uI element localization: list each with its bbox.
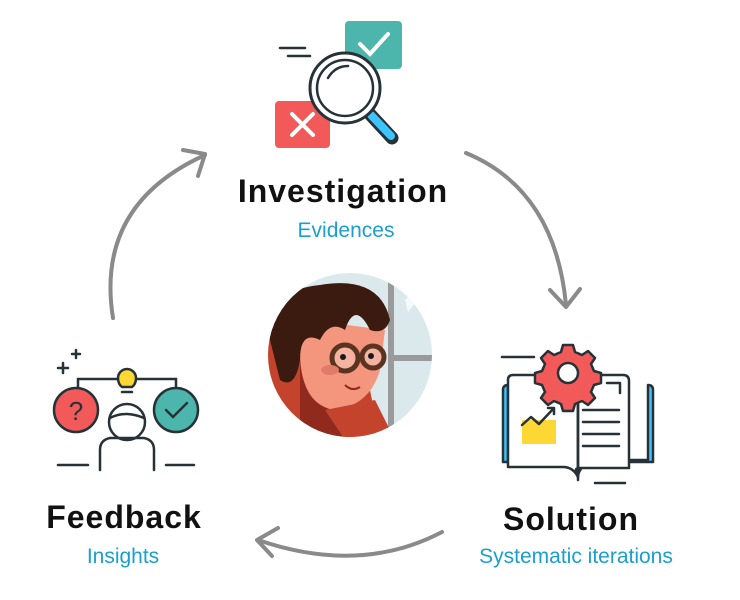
stage-title-investigation: Investigation [237, 173, 449, 209]
arrow-solution-to-feedback [255, 526, 444, 558]
stage-subtitle-solution: Systematic iterations [479, 545, 673, 568]
svg-text:?: ? [69, 396, 83, 426]
stage-subtitle-investigation: Evidences [297, 219, 395, 242]
stage-subtitle-feedback: Insights [86, 545, 160, 568]
arrow-feedback-to-investigation [108, 148, 207, 320]
stage-title-feedback: Feedback [46, 499, 202, 535]
stage-title-solution: Solution [503, 501, 639, 537]
magnifier-check-cross-icon [275, 21, 402, 148]
person-idea-icon: ? [52, 348, 200, 472]
person-portrait [268, 273, 432, 437]
arrow-investigation-to-solution [464, 151, 582, 309]
book-gear-chart-icon [500, 343, 655, 485]
